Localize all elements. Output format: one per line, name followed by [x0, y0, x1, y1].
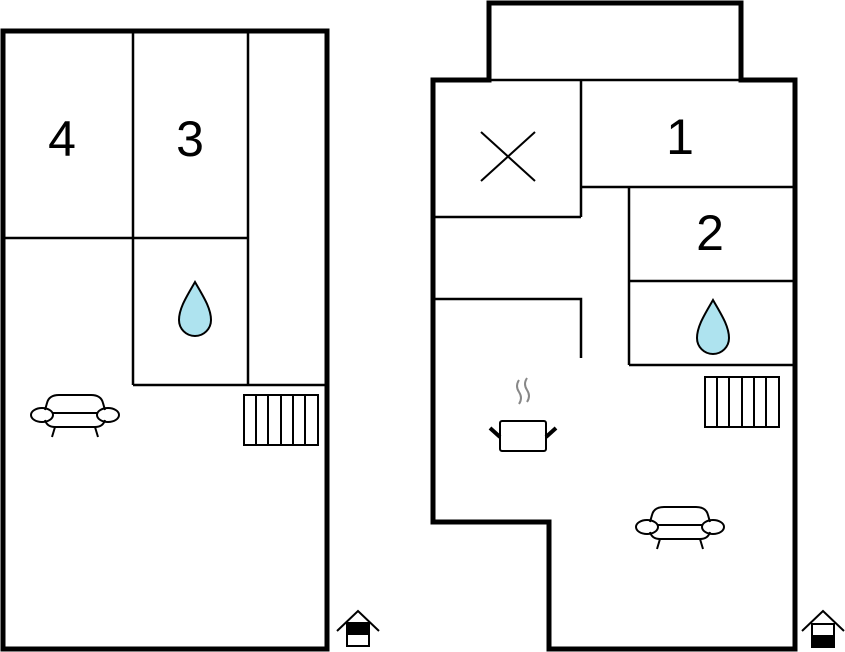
house-ground-floor-icon — [801, 609, 845, 648]
stairs-icon — [704, 376, 780, 428]
stairs-icon — [243, 394, 319, 446]
outer-wall — [0, 28, 330, 652]
toilet-x-icon — [480, 131, 536, 182]
kitchen-pot-icon — [488, 377, 558, 452]
room-label-1: 1 — [666, 109, 694, 165]
room-label-4: 4 — [48, 111, 76, 167]
sofa-icon — [30, 394, 120, 438]
sofa-icon — [635, 506, 725, 550]
upper-floor-plan: 4 3 — [0, 28, 380, 652]
room-label-3: 3 — [176, 111, 204, 167]
bathroom-drop-icon — [696, 299, 730, 355]
house-upper-floor-icon — [336, 609, 380, 647]
bathroom-drop-icon — [178, 281, 212, 337]
ground-floor-plan: 1 2 — [430, 0, 845, 652]
room-label-2: 2 — [696, 205, 724, 261]
outer-wall — [430, 0, 798, 652]
